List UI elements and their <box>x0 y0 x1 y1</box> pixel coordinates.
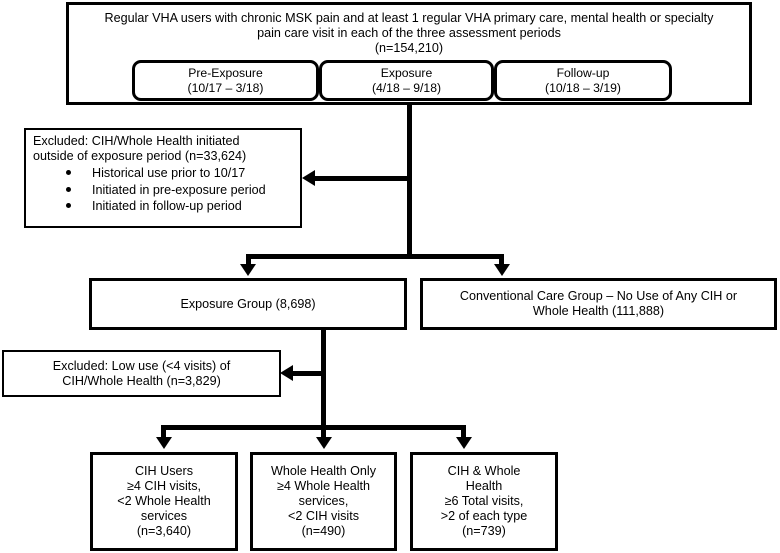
bullet-dot-icon <box>66 203 71 209</box>
exposure-group-box: Exposure Group (8,698) <box>89 278 407 330</box>
period-label-follow-up: Follow-up <box>556 66 610 81</box>
period-box-exposure: Exposure (4/18 – 9/18) <box>319 60 494 101</box>
connector-exclusion-2-horizontal <box>292 371 324 376</box>
outcome-box-whole-health-only: Whole Health Only ≥4 Whole Health servic… <box>250 452 397 551</box>
enrollment-count: (n=154,210) <box>374 40 444 55</box>
exclusion-1-head-line-1: Excluded: CIH/Whole Health initiated <box>33 134 240 148</box>
outcome-3-line-3: ≥6 Total visits, <box>444 494 524 509</box>
period-box-pre-exposure: Pre-Exposure (10/17 – 3/18) <box>132 60 319 101</box>
exclusion-1-bullet-item: Historical use prior to 10/17 <box>66 165 300 182</box>
connector-outcome-3-stem <box>461 425 466 439</box>
outcome-3-count: (n=739) <box>462 523 506 538</box>
connector-group-split-horizontal <box>246 254 504 259</box>
exposure-group-label: Exposure Group (8,698) <box>180 296 316 311</box>
period-label-exposure: Exposure <box>380 66 433 81</box>
outcome-box-cih-and-whole-health: CIH & Whole Health ≥6 Total visits, >2 o… <box>410 452 558 551</box>
connector-conventional-group-arrowhead <box>494 264 510 276</box>
connector-exposure-group-arrowhead <box>240 264 256 276</box>
outcome-1-line-2: ≥4 CIH visits, <box>126 479 202 494</box>
connector-exclusion-1-horizontal <box>315 176 410 181</box>
outcome-1-line-4: services <box>140 508 188 523</box>
connector-outcome-1-stem <box>161 425 166 439</box>
exclusion-1-bullet-text: Historical use prior to 10/17 <box>92 166 246 181</box>
connector-outcome-1-arrowhead <box>156 437 172 449</box>
connector-outcome-2-stem <box>321 425 326 439</box>
outcome-2-line-4: <2 CIH visits <box>287 508 360 523</box>
period-range-exposure: (4/18 – 9/18) <box>371 80 442 95</box>
enrollment-line-1: Regular VHA users with chronic MSK pain … <box>104 11 714 25</box>
connector-outcome-3-arrowhead <box>456 437 472 449</box>
exclusion-1-bullet-list: Historical use prior to 10/17 Initiated … <box>26 165 300 215</box>
exclusion-1-bullet-item: Initiated in pre-exposure period <box>66 182 300 199</box>
connector-exclusion-1-arrowhead <box>302 170 315 186</box>
outcome-2-count: (n=490) <box>301 523 346 538</box>
conventional-group-line-1: Conventional Care Group – No Use of Any … <box>459 289 738 304</box>
bullet-dot-icon <box>66 186 71 192</box>
outcome-1-count: (n=3,640) <box>136 523 192 538</box>
outcome-2-line-3: services, <box>298 494 349 509</box>
outcome-3-line-1: CIH & Whole <box>447 464 521 479</box>
outcome-3-line-2: Health <box>465 479 503 494</box>
connector-outcome-split-horizontal <box>161 425 466 430</box>
exclusion-box-1: Excluded: CIH/Whole Health initiated out… <box>24 128 302 228</box>
exclusion-2-line-1: Excluded: Low use (<4 visits) of <box>52 358 231 373</box>
connector-exposure-trunk <box>321 330 326 428</box>
period-range-pre-exposure: (10/17 – 3/18) <box>187 80 264 95</box>
bullet-dot-icon <box>66 170 71 176</box>
exclusion-1-bullet-text: Initiated in pre-exposure period <box>92 182 266 197</box>
outcome-3-line-4: >2 of each type <box>440 508 528 523</box>
outcome-2-line-1: Whole Health Only <box>271 464 376 479</box>
period-range-follow-up: (10/18 – 3/19) <box>545 80 621 95</box>
exclusion-1-bullet-item: Initiated in follow-up period <box>66 198 300 215</box>
exclusion-1-head-line-2: outside of exposure period (n=33,624) <box>33 149 247 164</box>
connector-outcome-2-arrowhead <box>316 437 332 449</box>
enrollment-line-2: pain care visit in each of the three ass… <box>257 25 561 40</box>
connector-exclusion-2-arrowhead <box>280 365 293 381</box>
outcome-2-line-2: ≥4 Whole Health <box>276 479 370 494</box>
period-box-follow-up: Follow-up (10/18 – 3/19) <box>494 60 672 101</box>
outcome-1-line-1: CIH Users <box>134 464 194 479</box>
period-label-pre-exposure: Pre-Exposure <box>188 66 263 81</box>
connector-exposure-group-stem <box>246 254 251 266</box>
outcome-box-cih-users: CIH Users ≥4 CIH visits, <2 Whole Health… <box>90 452 238 551</box>
exclusion-2-line-2: CIH/Whole Health (n=3,829) <box>62 373 221 388</box>
conventional-group-line-2: Whole Health (111,888) <box>532 304 665 318</box>
exclusion-box-2: Excluded: Low use (<4 visits) of CIH/Who… <box>2 350 281 397</box>
connector-main-trunk <box>407 105 412 257</box>
outcome-1-line-3: <2 Whole Health <box>117 494 211 509</box>
exclusion-1-bullet-text: Initiated in follow-up period <box>92 199 242 214</box>
connector-conventional-group-stem <box>499 254 504 266</box>
conventional-care-group-box: Conventional Care Group – No Use of Any … <box>420 278 777 330</box>
